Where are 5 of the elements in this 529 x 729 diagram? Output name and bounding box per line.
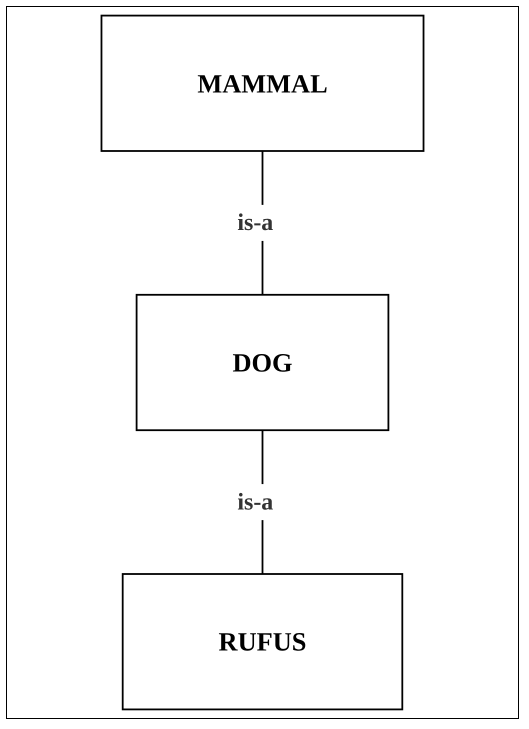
node-box: RUFUS (122, 573, 404, 710)
edge-label: is-a (237, 210, 274, 236)
edge-label: is-a (237, 488, 274, 516)
node-box: DOG (136, 294, 390, 432)
node-box: MAMMAL (100, 14, 424, 152)
